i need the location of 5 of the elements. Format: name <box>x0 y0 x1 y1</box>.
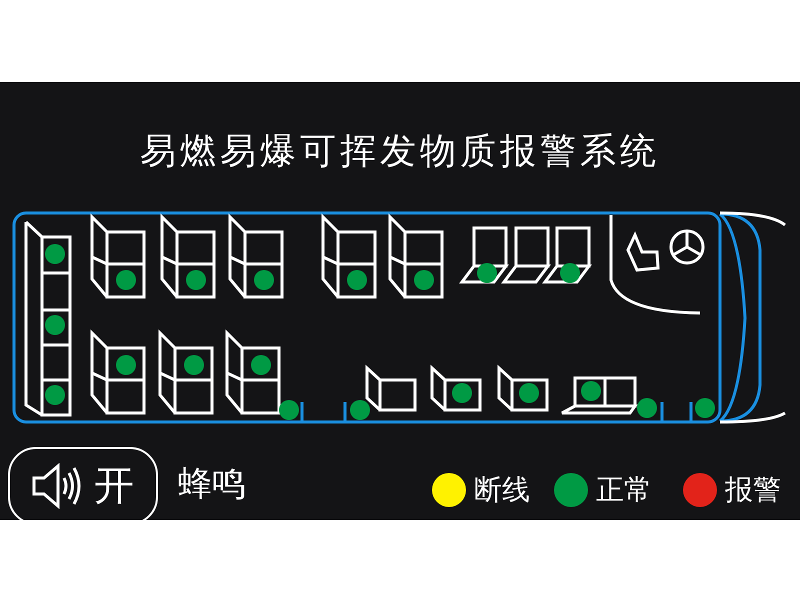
title: 易燃易爆可挥发物质报警系统 <box>140 130 660 174</box>
legend-label: 报警 <box>725 472 781 508</box>
buzzer-label: 蜂鸣 <box>178 463 246 506</box>
legend-label: 正常 <box>596 472 652 508</box>
legend-label: 断线 <box>474 472 530 508</box>
